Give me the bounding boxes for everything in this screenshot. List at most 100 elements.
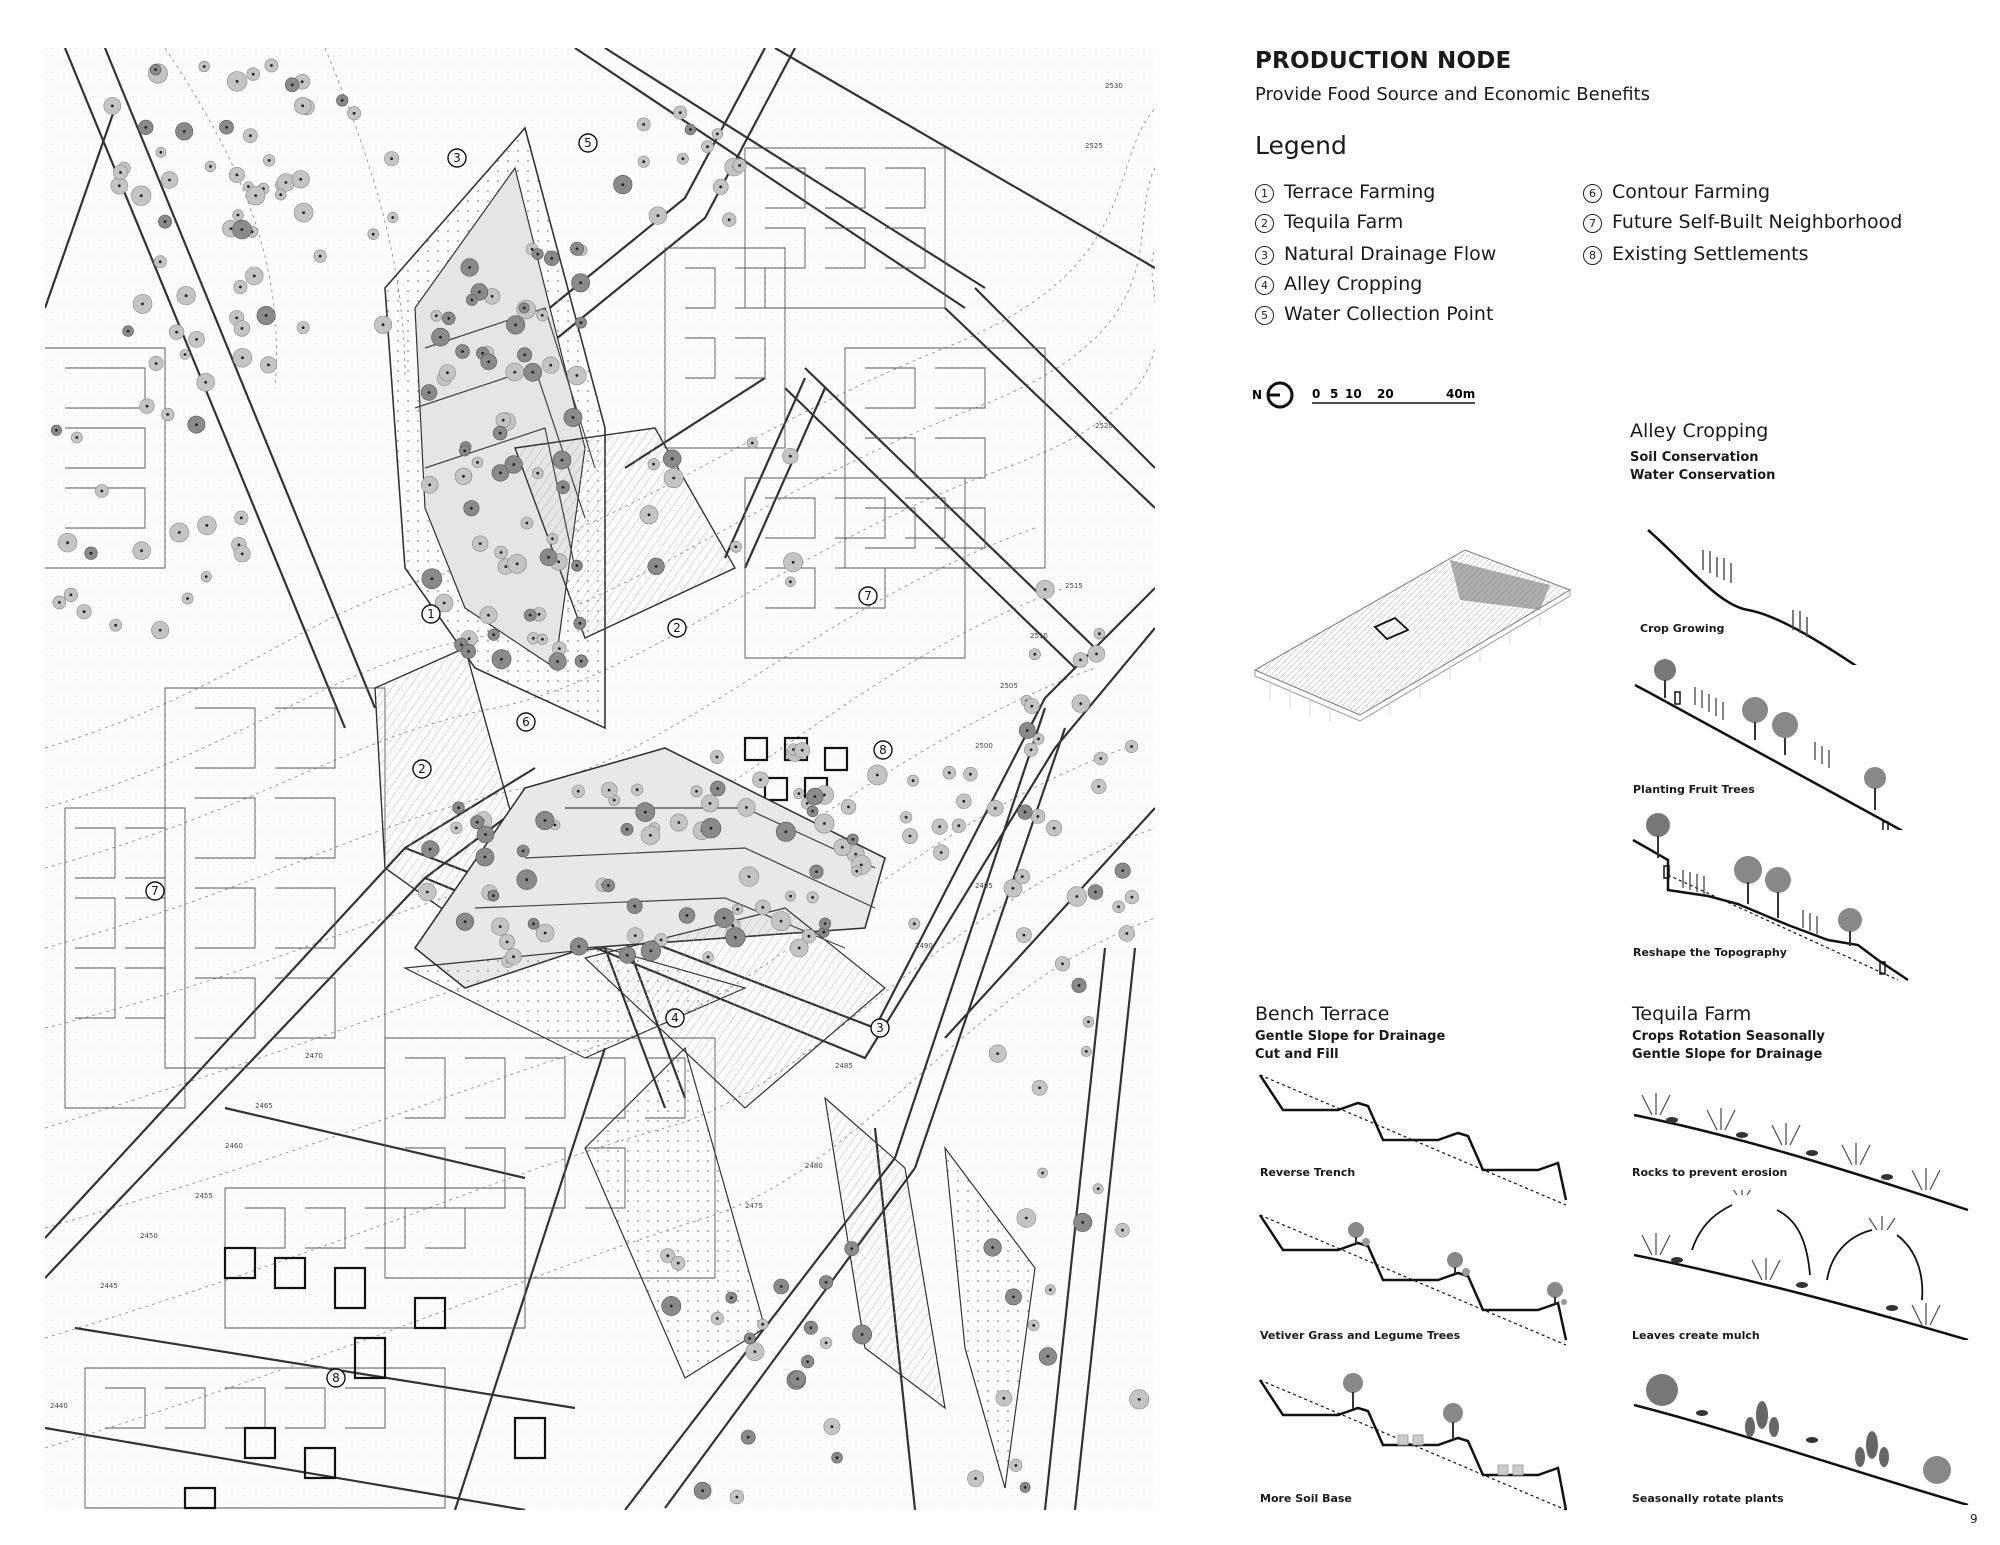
tree-trunk-dot bbox=[525, 521, 529, 525]
tree-trunk-dot bbox=[1075, 895, 1079, 898]
tree-trunk-dot bbox=[633, 904, 637, 908]
tree-trunk-dot bbox=[168, 178, 171, 182]
svg-text:5: 5 bbox=[584, 136, 592, 150]
tree-trunk-dot bbox=[499, 551, 503, 554]
tree-trunk-dot bbox=[182, 130, 186, 133]
tree-trunk-dot bbox=[447, 316, 451, 320]
tree-trunk-dot bbox=[939, 851, 943, 854]
tree-trunk-dot bbox=[792, 748, 795, 751]
tree-trunk-dot bbox=[204, 575, 208, 578]
tree-trunk-dot bbox=[514, 323, 517, 327]
tree-trunk-dot bbox=[706, 955, 710, 959]
tree-trunk-dot bbox=[689, 128, 692, 131]
tree-trunk-dot bbox=[235, 173, 239, 177]
tree-trunk-dot bbox=[119, 171, 122, 174]
tree-trunk-dot bbox=[117, 184, 121, 188]
map-marker: 3 bbox=[447, 148, 467, 168]
tree-trunk-dot bbox=[553, 823, 557, 827]
tree-trunk-dot bbox=[195, 423, 198, 426]
contour-label: 2530 bbox=[1105, 82, 1123, 90]
tree-trunk-dot bbox=[612, 798, 616, 802]
tree-trunk-dot bbox=[498, 431, 502, 435]
tree-trunk-dot bbox=[549, 363, 553, 367]
tree-trunk-dot bbox=[677, 821, 681, 824]
tree-trunk-dot bbox=[476, 461, 479, 464]
tree-trunk-dot bbox=[550, 256, 554, 260]
contour-label: 2470 bbox=[305, 1052, 323, 1060]
tree-trunk-dot bbox=[301, 326, 305, 329]
legend-number: 3 bbox=[1255, 246, 1274, 265]
tree-trunk-dot bbox=[501, 418, 505, 422]
tree-trunk-dot bbox=[560, 458, 564, 462]
map-marker: 4 bbox=[665, 1008, 685, 1028]
tree-trunk-dot bbox=[140, 549, 143, 553]
tree-trunk-dot bbox=[252, 274, 256, 278]
tree-trunk-dot bbox=[536, 252, 540, 256]
scale-bar: N 0 5 10 20 40m bbox=[1252, 381, 1475, 409]
tree-trunk-dot bbox=[621, 183, 625, 187]
tree-trunk-dot bbox=[267, 363, 270, 367]
tree-trunk-dot bbox=[709, 826, 713, 830]
tree-trunk-dot bbox=[240, 327, 244, 330]
tree-trunk-dot bbox=[1036, 815, 1040, 818]
map-marker: 1 bbox=[421, 604, 441, 624]
tree-trunk-dot bbox=[607, 788, 611, 792]
tree-trunk-dot bbox=[299, 177, 303, 181]
scale-tick: 10 bbox=[1345, 387, 1362, 401]
svg-text:1: 1 bbox=[427, 607, 435, 621]
scale-tick: 20 bbox=[1377, 387, 1394, 401]
tree-trunk-dot bbox=[184, 294, 188, 298]
north-arrow-icon bbox=[1266, 381, 1294, 409]
tree-trunk-dot bbox=[202, 65, 206, 68]
legend-number: 4 bbox=[1255, 276, 1274, 295]
tequila-caption: Rocks to prevent erosion bbox=[1632, 1166, 1788, 1179]
tree-trunk-dot bbox=[478, 290, 481, 294]
tree-trunk-dot bbox=[731, 924, 735, 928]
tree-trunk-dot bbox=[669, 1304, 673, 1308]
tree-trunk-dot bbox=[159, 150, 163, 154]
tree-trunk-dot bbox=[55, 428, 58, 432]
tree-trunk-dot bbox=[270, 64, 273, 67]
tree-trunk-dot bbox=[806, 1360, 809, 1363]
tree-trunk-dot bbox=[715, 1317, 719, 1320]
tree-trunk-dot bbox=[1033, 652, 1037, 656]
tree-trunk-dot bbox=[481, 351, 484, 355]
tree-trunk-dot bbox=[685, 914, 689, 917]
tree-trunk-dot bbox=[813, 795, 817, 798]
legend-label: Future Self-Built Neighborhood bbox=[1612, 211, 1903, 233]
tree-trunk-dot bbox=[430, 577, 434, 581]
tree-trunk-dot bbox=[1077, 984, 1081, 987]
tree-trunk-dot bbox=[730, 1296, 733, 1300]
tequila-caption: Seasonally rotate plants bbox=[1632, 1492, 1784, 1505]
tree-trunk-dot bbox=[851, 838, 855, 841]
tree-trunk-dot bbox=[158, 260, 162, 264]
tree-trunk-dot bbox=[1087, 1020, 1090, 1024]
tree-trunk-dot bbox=[746, 1435, 750, 1439]
contour-label: 2475 bbox=[745, 1202, 763, 1210]
tree-trunk-dot bbox=[625, 953, 629, 957]
tree-trunk-dot bbox=[492, 894, 495, 898]
tree-trunk-dot bbox=[1079, 658, 1082, 662]
tree-trunk-dot bbox=[1022, 933, 1026, 937]
contour-label: 2460 bbox=[225, 1142, 243, 1150]
tree-trunk-dot bbox=[205, 524, 209, 527]
tree-trunk-dot bbox=[158, 628, 162, 632]
tree-trunk-dot bbox=[736, 907, 739, 911]
contour-label: 2445 bbox=[100, 1282, 118, 1290]
tree-trunk-dot bbox=[761, 906, 765, 909]
tree-trunk-dot bbox=[809, 1326, 813, 1330]
tree-trunk-dot bbox=[1029, 748, 1033, 752]
map-marker: 3 bbox=[870, 1018, 890, 1038]
tree-trunk-dot bbox=[240, 552, 244, 556]
tree-trunk-dot bbox=[722, 916, 726, 920]
tree-trunk-dot bbox=[938, 825, 942, 829]
contour-label: 2485 bbox=[835, 1062, 853, 1070]
tree-trunk-dot bbox=[1130, 895, 1134, 899]
tree-trunk-dot bbox=[993, 806, 997, 810]
tree-trunk-dot bbox=[759, 778, 762, 782]
map-marker: 7 bbox=[145, 881, 165, 901]
tree-trunk-dot bbox=[463, 449, 467, 453]
tree-trunk-dot bbox=[460, 643, 463, 647]
